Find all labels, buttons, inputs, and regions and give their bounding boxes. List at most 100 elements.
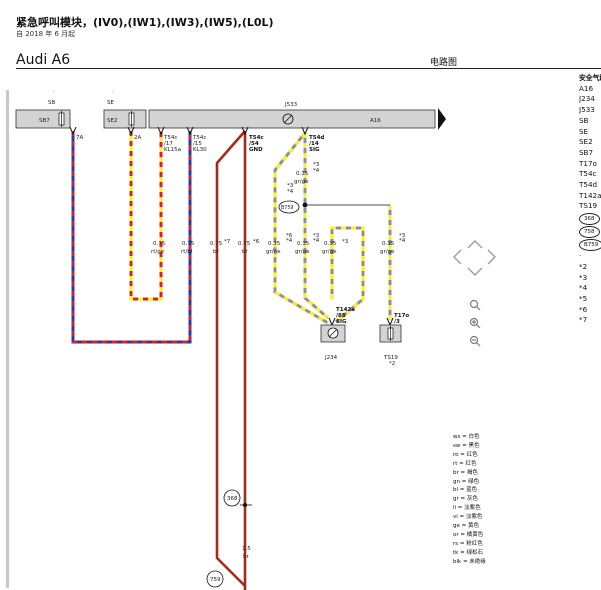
wire-rt-bl-loop xyxy=(71,131,192,344)
sb-box xyxy=(15,109,71,129)
conn-a-3: KL15a xyxy=(164,147,181,153)
fuse-se2-icon xyxy=(128,111,135,127)
connector-arrows xyxy=(69,126,309,136)
wire-1-size: 0.75 xyxy=(153,241,166,247)
conn-d-2: /14 xyxy=(309,141,319,147)
splice-left-note-2: *4 xyxy=(287,189,294,195)
wire-1-color: rt/ge xyxy=(151,249,165,255)
ground-point-759 xyxy=(206,570,224,588)
conn-c-3: GND xyxy=(249,147,263,153)
conn-a-2: /17 xyxy=(164,141,173,147)
conn-b-3: KL30 xyxy=(193,147,207,153)
pan-right-icon[interactable] xyxy=(487,249,496,265)
legend-item[interactable]: SE xyxy=(579,126,589,136)
legend-item[interactable]: T17o xyxy=(579,158,597,168)
color-legend-item: rs = 粉红色 xyxy=(453,540,483,547)
splice-dot xyxy=(302,202,308,208)
conn-e-arrow xyxy=(328,317,336,327)
legend-item[interactable]: TS19 xyxy=(579,201,598,211)
legend-note: *4 xyxy=(579,283,588,293)
pan-left-icon[interactable] xyxy=(453,249,462,265)
conn-d-3: SIG xyxy=(309,147,320,153)
splice-left-note-1: *3 xyxy=(287,183,294,189)
legend-item[interactable]: T54d xyxy=(579,180,598,190)
legend-dot: · xyxy=(579,251,582,261)
color-legend-item: bl = 蓝色 xyxy=(453,487,478,494)
color-legend-item: tk = 绿松石 xyxy=(453,549,483,556)
wire-top-size: 0.35 xyxy=(296,171,309,177)
conn-e-1: T142a xyxy=(336,307,355,313)
conn-b-2: /15 xyxy=(193,141,202,147)
wire-5-size: 0.35 xyxy=(268,241,281,247)
legend-item[interactable]: A16 xyxy=(579,83,594,93)
legend-circle[interactable]: 368 xyxy=(579,213,600,226)
color-legend-item: gn = 绿色 xyxy=(453,478,480,485)
splice-top-note-2: *4 xyxy=(313,168,320,174)
wire-8-size: 0.35 xyxy=(382,241,395,247)
zoom-in-icon[interactable] xyxy=(469,317,481,329)
j533-box xyxy=(148,109,436,129)
sb-label: SB xyxy=(48,100,55,106)
ground-368-dot xyxy=(243,503,247,507)
conn-c-1: T54c xyxy=(249,135,264,141)
conn-f-2: /3 xyxy=(394,319,400,325)
wire-5-note-2: *4 xyxy=(286,238,293,244)
wire-7-note: *3 xyxy=(342,239,349,245)
color-legend-item: ws = 白色 xyxy=(453,434,480,440)
b759-label: B759 xyxy=(281,205,293,211)
continuation-arrow[interactable] xyxy=(438,108,446,130)
left-scroll-bar[interactable] xyxy=(6,90,9,588)
fuse-sb7-rating: 7A xyxy=(76,135,83,141)
j234-unit-icon xyxy=(327,327,339,339)
zoom-fit-icon[interactable] xyxy=(469,299,481,311)
legend-item[interactable]: SE2 xyxy=(579,137,593,147)
component-legend: 安全气囊 A16 J234 J533 SB SE SE2 SB7 T17o T5… xyxy=(579,73,601,326)
legend-title: 安全气囊 xyxy=(579,74,601,82)
legend-item[interactable]: J234 xyxy=(579,94,595,104)
wire-8-note-1: *3 xyxy=(399,233,406,239)
page-subtitle: 自 2018 年 6 月起 xyxy=(16,30,76,38)
page-title: 紧急呼叫模块，(IV0),(IW1),(IW3),(IW5),(L0L) xyxy=(16,16,274,29)
conn-f-1: T17o xyxy=(394,313,409,319)
color-legend-item: gr = 灰色 xyxy=(453,496,478,503)
legend-circle[interactable]: B759 xyxy=(579,239,601,252)
color-legend-item: sw = 黑色 xyxy=(453,442,480,449)
wire-8-color: gr/ge xyxy=(380,249,395,255)
zoom-out-icon[interactable] xyxy=(469,335,481,347)
wire-6-color: gr/ge xyxy=(295,249,310,255)
wire-3-size: 0.75 xyxy=(210,241,223,247)
a16-label: A16 xyxy=(370,118,381,124)
vehicle-model: Audi A6 xyxy=(16,52,71,68)
sb7-label: SB7 xyxy=(39,118,50,124)
j533-unit-icon xyxy=(282,113,294,125)
wire-top-color: gr/ge xyxy=(294,179,309,185)
legend-circle[interactable]: 758 xyxy=(579,226,600,239)
wire-3-note: *7 xyxy=(224,239,231,245)
wire-2-size: 0.75 xyxy=(182,241,195,247)
wire-3-color: br xyxy=(213,249,219,255)
legend-item[interactable]: T54c xyxy=(579,169,597,179)
wire-5-color: gr/ge xyxy=(266,249,281,255)
wire-7-size: 0.35 xyxy=(324,241,337,247)
wire-low-size: 1.5 xyxy=(242,546,251,552)
color-legend-item: ge = 黄色 xyxy=(453,523,479,530)
legend-note: *2 xyxy=(579,261,588,271)
pan-up-icon[interactable] xyxy=(467,240,483,249)
ts19-fuse-icon xyxy=(387,326,394,341)
color-legend-item: blk = 未绝缘 xyxy=(453,558,486,565)
color-legend-item: vi = 淡紫色 xyxy=(453,514,483,521)
top-dot-sb: · xyxy=(53,89,55,95)
wire-4-note: *6 xyxy=(253,239,260,245)
legend-item[interactable]: T142a xyxy=(579,190,601,200)
color-legend-item: rt = 红色 xyxy=(453,460,477,467)
pan-down-icon[interactable] xyxy=(467,267,483,276)
legend-note: *6 xyxy=(579,304,588,314)
fuse-se2-rating: 2A xyxy=(134,135,141,141)
legend-item[interactable]: SB7 xyxy=(579,147,594,157)
color-legend-item: ro = 红色 xyxy=(453,451,478,458)
splice-top-note-1: *3 xyxy=(313,162,320,168)
legend-item[interactable]: SB xyxy=(579,115,589,125)
legend-item[interactable]: J533 xyxy=(579,105,595,115)
c759-label: 759 xyxy=(210,577,221,583)
